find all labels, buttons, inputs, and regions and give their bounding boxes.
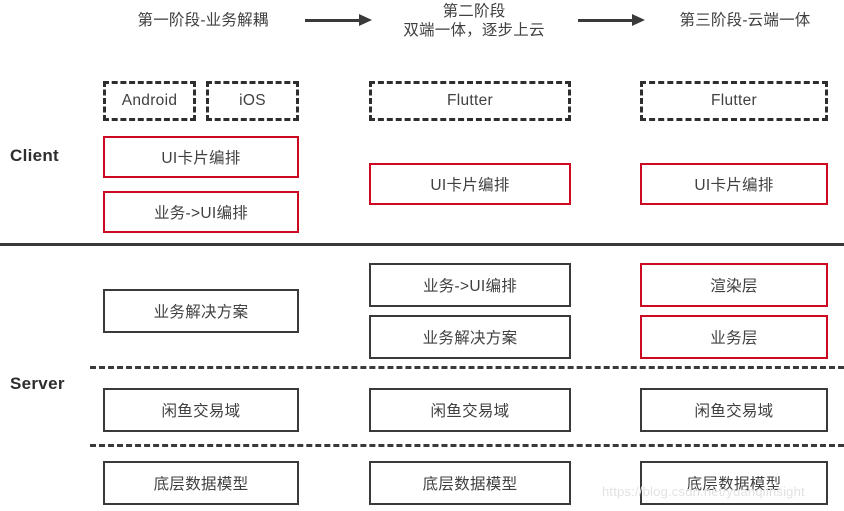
server-box-c2-trade-domain[interactable]: 闲鱼交易域	[369, 388, 571, 432]
server-box-c1-data-model[interactable]: 底层数据模型	[103, 461, 299, 505]
server-box-c3-trade-domain[interactable]: 闲鱼交易域	[640, 388, 828, 432]
client-box-c2-ui-card[interactable]: UI卡片编排	[369, 163, 571, 205]
section-label-server: Server	[10, 374, 65, 393]
stage-title-3: 第三阶段-云端一体	[679, 12, 811, 29]
server-box-c2-biz-to-ui[interactable]: 业务->UI编排	[369, 263, 571, 307]
stage-title-1: 第一阶段-业务解耦	[137, 12, 269, 29]
arrow-right-icon-2	[578, 14, 646, 26]
client-platform-android[interactable]: Android	[103, 81, 196, 121]
arrow-right-icon-1	[305, 14, 373, 26]
divider-client-server	[0, 243, 844, 246]
server-box-c1-biz-solution[interactable]: 业务解决方案	[103, 289, 299, 333]
divider-server-upper	[90, 366, 844, 369]
section-label-client: Client	[10, 146, 60, 165]
server-box-c3-render-layer[interactable]: 渲染层	[640, 263, 828, 307]
client-box-c3-ui-card[interactable]: UI卡片编排	[640, 163, 828, 205]
server-box-c1-trade-domain[interactable]: 闲鱼交易域	[103, 388, 299, 432]
server-box-c3-data-model[interactable]: 底层数据模型	[640, 461, 828, 505]
client-platform-flutter-c3[interactable]: Flutter	[640, 81, 828, 121]
server-box-c2-data-model[interactable]: 底层数据模型	[369, 461, 571, 505]
client-box-c1-ui-card[interactable]: UI卡片编排	[103, 136, 299, 178]
client-platform-flutter-c2[interactable]: Flutter	[369, 81, 571, 121]
server-box-c3-biz-layer[interactable]: 业务层	[640, 315, 828, 359]
server-box-c2-biz-solution[interactable]: 业务解决方案	[369, 315, 571, 359]
client-box-c1-biz-to-ui[interactable]: 业务->UI编排	[103, 191, 299, 233]
client-platform-ios[interactable]: iOS	[206, 81, 299, 121]
stage-title-2: 第二阶段 双端一体，逐步上云	[403, 3, 545, 39]
divider-server-lower	[90, 444, 844, 447]
